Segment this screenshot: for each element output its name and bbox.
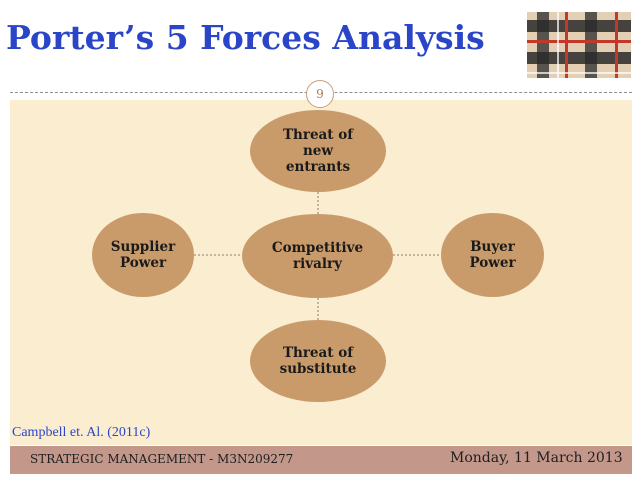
node-label-bottom: Threat of substitute — [279, 345, 357, 377]
node-buyer-power: Buyer Power — [441, 213, 544, 297]
node-threat-of-new-entrants: Threat of new entrants — [250, 110, 386, 192]
footer-bar: STRATEGIC MANAGEMENT - M3N209277 Monday,… — [10, 446, 632, 474]
node-competitive-rivalry: Competitive rivalry — [242, 214, 393, 298]
node-label-center: Competitive rivalry — [271, 240, 364, 272]
plaid-pattern-image — [527, 12, 631, 78]
slide-title: Porter’s 5 Forces Analysis — [6, 18, 485, 57]
footer-date: Monday, 11 March 2013 — [450, 450, 623, 466]
node-threat-of-substitute: Threat of substitute — [250, 320, 386, 402]
node-supplier-power: Supplier Power — [92, 213, 194, 297]
citation-text: Campbell et. Al. (2011c) — [12, 425, 151, 440]
node-label-right: Buyer Power — [469, 239, 516, 271]
slide-number-badge: 9 — [306, 80, 334, 108]
footer-course: STRATEGIC MANAGEMENT - M3N209277 — [30, 452, 294, 466]
node-label-left: Supplier Power — [110, 239, 176, 271]
node-label-top: Threat of new entrants — [282, 127, 354, 175]
